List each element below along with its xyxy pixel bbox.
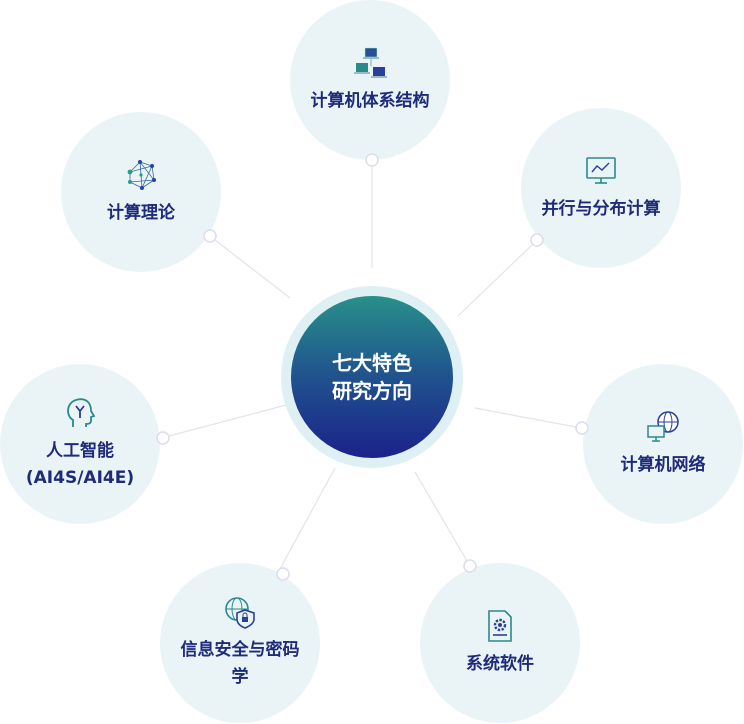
center-hub: 七大特色 研究方向 [291,296,453,458]
monitor-chart-icon [586,156,616,184]
direction-label: 信息安全与密码学 [180,640,300,687]
direction-label: 计算机体系结构 [310,90,430,111]
direction-label: 计算理论 [107,202,175,223]
ai-head-icon [67,398,96,427]
direction-computer-architecture[interactable]: 计算机体系结构 [290,0,450,160]
direction-computer-networks[interactable]: 计算机网络 [583,364,743,524]
direction-computation-theory[interactable]: 计算理论 [61,112,221,272]
computer-network-icon [354,47,387,78]
direction-information-security[interactable]: 信息安全与密码学 [160,563,320,723]
direction-parallel-distributed[interactable]: 并行与分布计算 [521,108,681,268]
globe-lock-icon [225,597,255,629]
gear-document-icon [488,609,512,642]
globe-monitor-icon [647,410,679,442]
direction-system-software[interactable]: 系统软件 [420,563,580,723]
direction-label: 计算机网络 [620,454,706,475]
node-graph-icon [127,159,156,190]
direction-label: 人工智能 (AI4S/AI4E) [25,441,135,488]
center-title-line1: 七大特色 [332,351,412,375]
center-title-line2: 研究方向 [332,379,412,403]
direction-label: 系统软件 [466,653,534,674]
direction-artificial-intelligence[interactable]: 人工智能 (AI4S/AI4E) [0,364,160,524]
direction-label: 并行与分布计算 [541,198,661,219]
